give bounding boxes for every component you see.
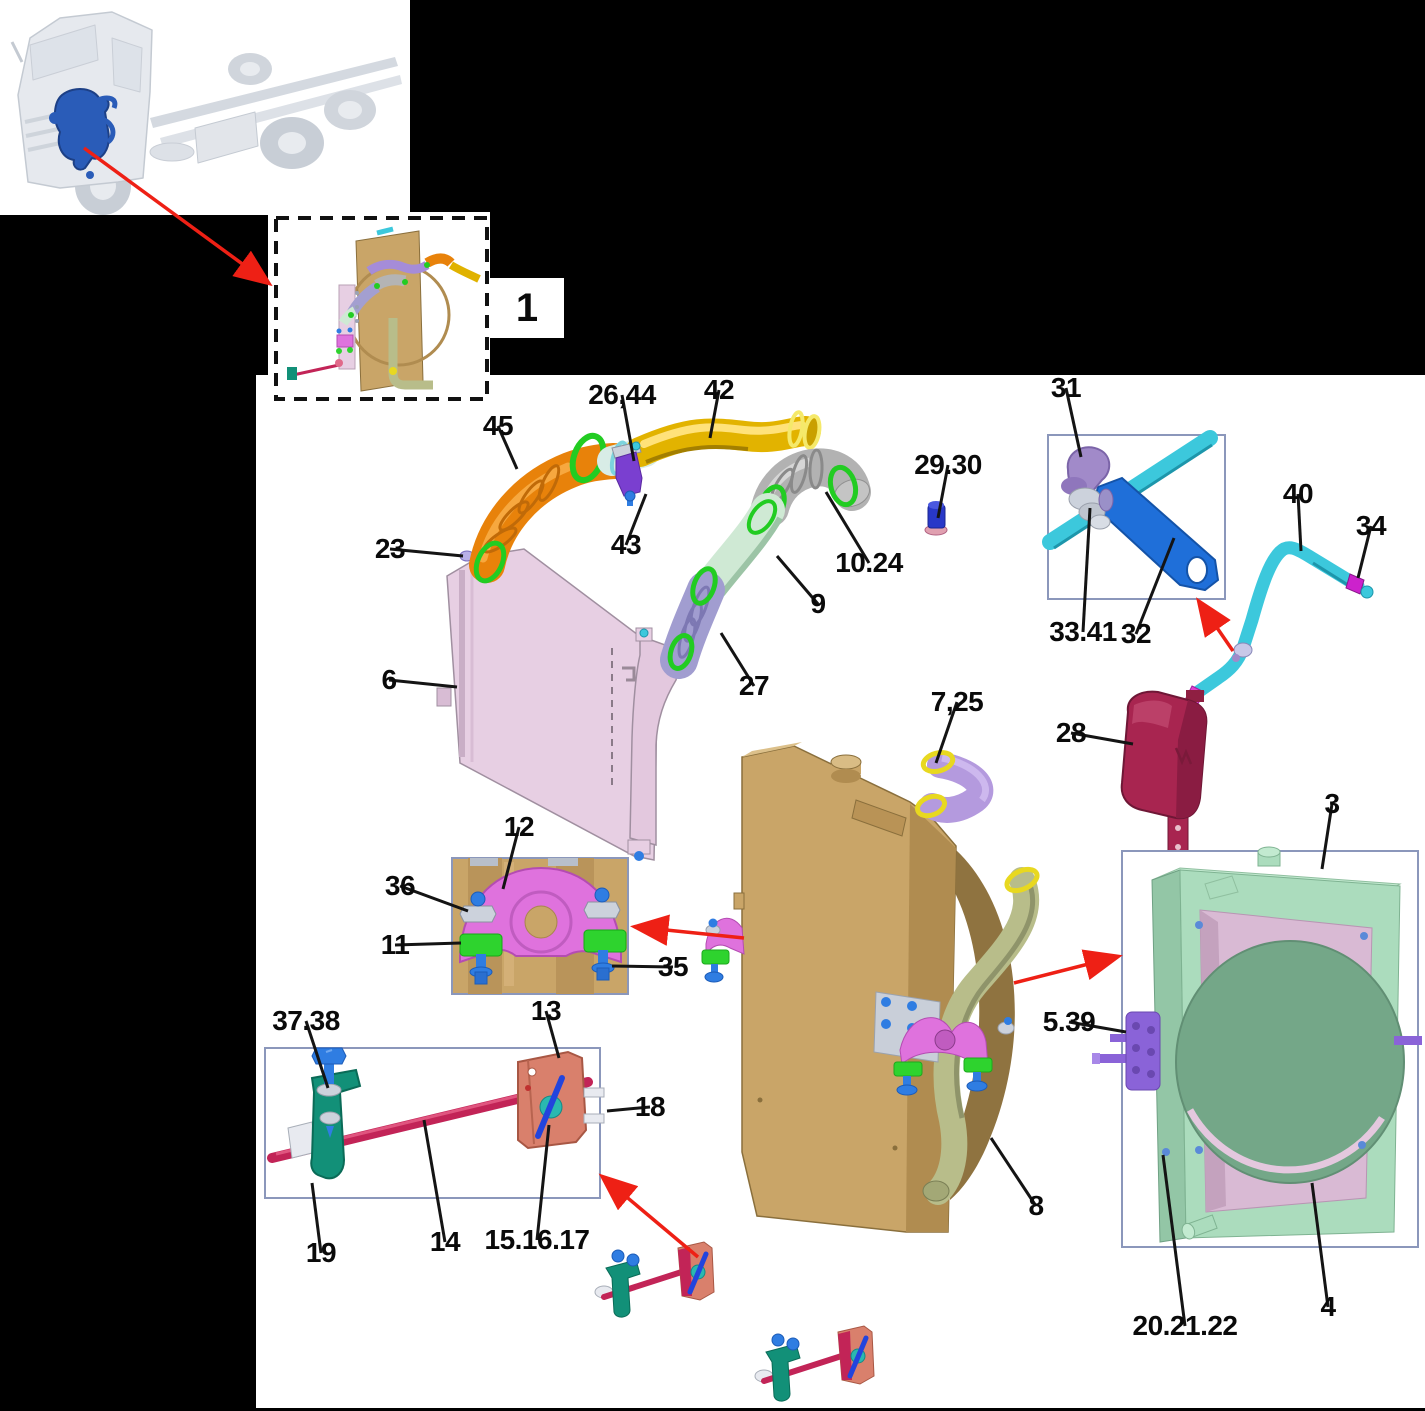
leader-line	[1296, 493, 1303, 552]
bolt-37-38	[324, 1056, 334, 1084]
bolt-36	[459, 887, 621, 923]
inset-box-pipe-bracket	[1042, 430, 1226, 600]
truck-chassis-drawing	[10, 11, 402, 215]
assembly-thumbnail	[287, 226, 481, 392]
leader-line	[389, 547, 464, 558]
leader-line	[544, 1010, 561, 1059]
leader-line	[824, 491, 871, 564]
locator-arrow	[1196, 597, 1235, 652]
figure-ref-box	[490, 278, 564, 338]
radiator-hose-8	[922, 866, 1040, 1205]
stud-18	[583, 1087, 605, 1098]
leader-line	[606, 1105, 651, 1113]
stay-rod-assembly-small	[594, 1241, 715, 1318]
fan-shroud-inset	[1092, 846, 1422, 1248]
highlighted-cooling-module	[49, 88, 118, 179]
reservoir-tank-28	[1120, 690, 1208, 861]
leader-line	[1310, 1182, 1330, 1308]
cushion-11	[459, 929, 627, 957]
locator-arrow	[82, 146, 273, 287]
leader-line	[310, 1182, 323, 1254]
charge-air-hose-45	[469, 432, 632, 584]
hose-clamp-icon	[473, 540, 507, 584]
leader-line	[1356, 525, 1373, 579]
intercooler-6	[436, 548, 683, 861]
corrugated-hose-27	[660, 566, 725, 679]
leader-line	[1081, 507, 1092, 633]
radiator-hose-7-25	[914, 749, 994, 823]
mount-bracket-inset	[451, 857, 629, 995]
clamp-bracket-19	[310, 1068, 362, 1180]
leader-line	[394, 941, 462, 947]
leader-line	[624, 493, 648, 546]
leader-line	[936, 464, 950, 519]
leader-line	[989, 1137, 1038, 1207]
clamp-bracket-43	[615, 451, 643, 506]
radiator-mount-right	[873, 991, 1015, 1096]
pipe-clamp-bracket-26-44	[611, 441, 642, 459]
leader-line	[620, 394, 636, 462]
locator-arrow	[1013, 949, 1123, 985]
leader-line	[1070, 731, 1134, 746]
leader-line	[496, 425, 519, 470]
leader-line	[1161, 1154, 1187, 1327]
leader-line	[388, 678, 458, 689]
leader-line	[775, 555, 820, 605]
leader-line	[1068, 1020, 1127, 1034]
leader-line	[399, 884, 469, 913]
leader-line	[501, 826, 521, 890]
leader-line	[611, 964, 674, 969]
leader-line	[1064, 387, 1083, 458]
charge-air-pipe-42	[625, 410, 822, 467]
leader-line	[1134, 537, 1176, 635]
shroud-screw-20-21-22	[1162, 1148, 1170, 1156]
leader-line	[708, 389, 721, 439]
leader-line	[304, 1020, 330, 1089]
leader-line	[719, 632, 756, 687]
leader-line	[535, 1124, 551, 1241]
locator-arrow	[630, 914, 745, 946]
locator-arrow	[598, 1173, 700, 1259]
leader-line	[934, 701, 959, 764]
bolt-35	[469, 950, 615, 985]
leader-line	[422, 1119, 447, 1243]
leader-line	[1320, 803, 1334, 870]
